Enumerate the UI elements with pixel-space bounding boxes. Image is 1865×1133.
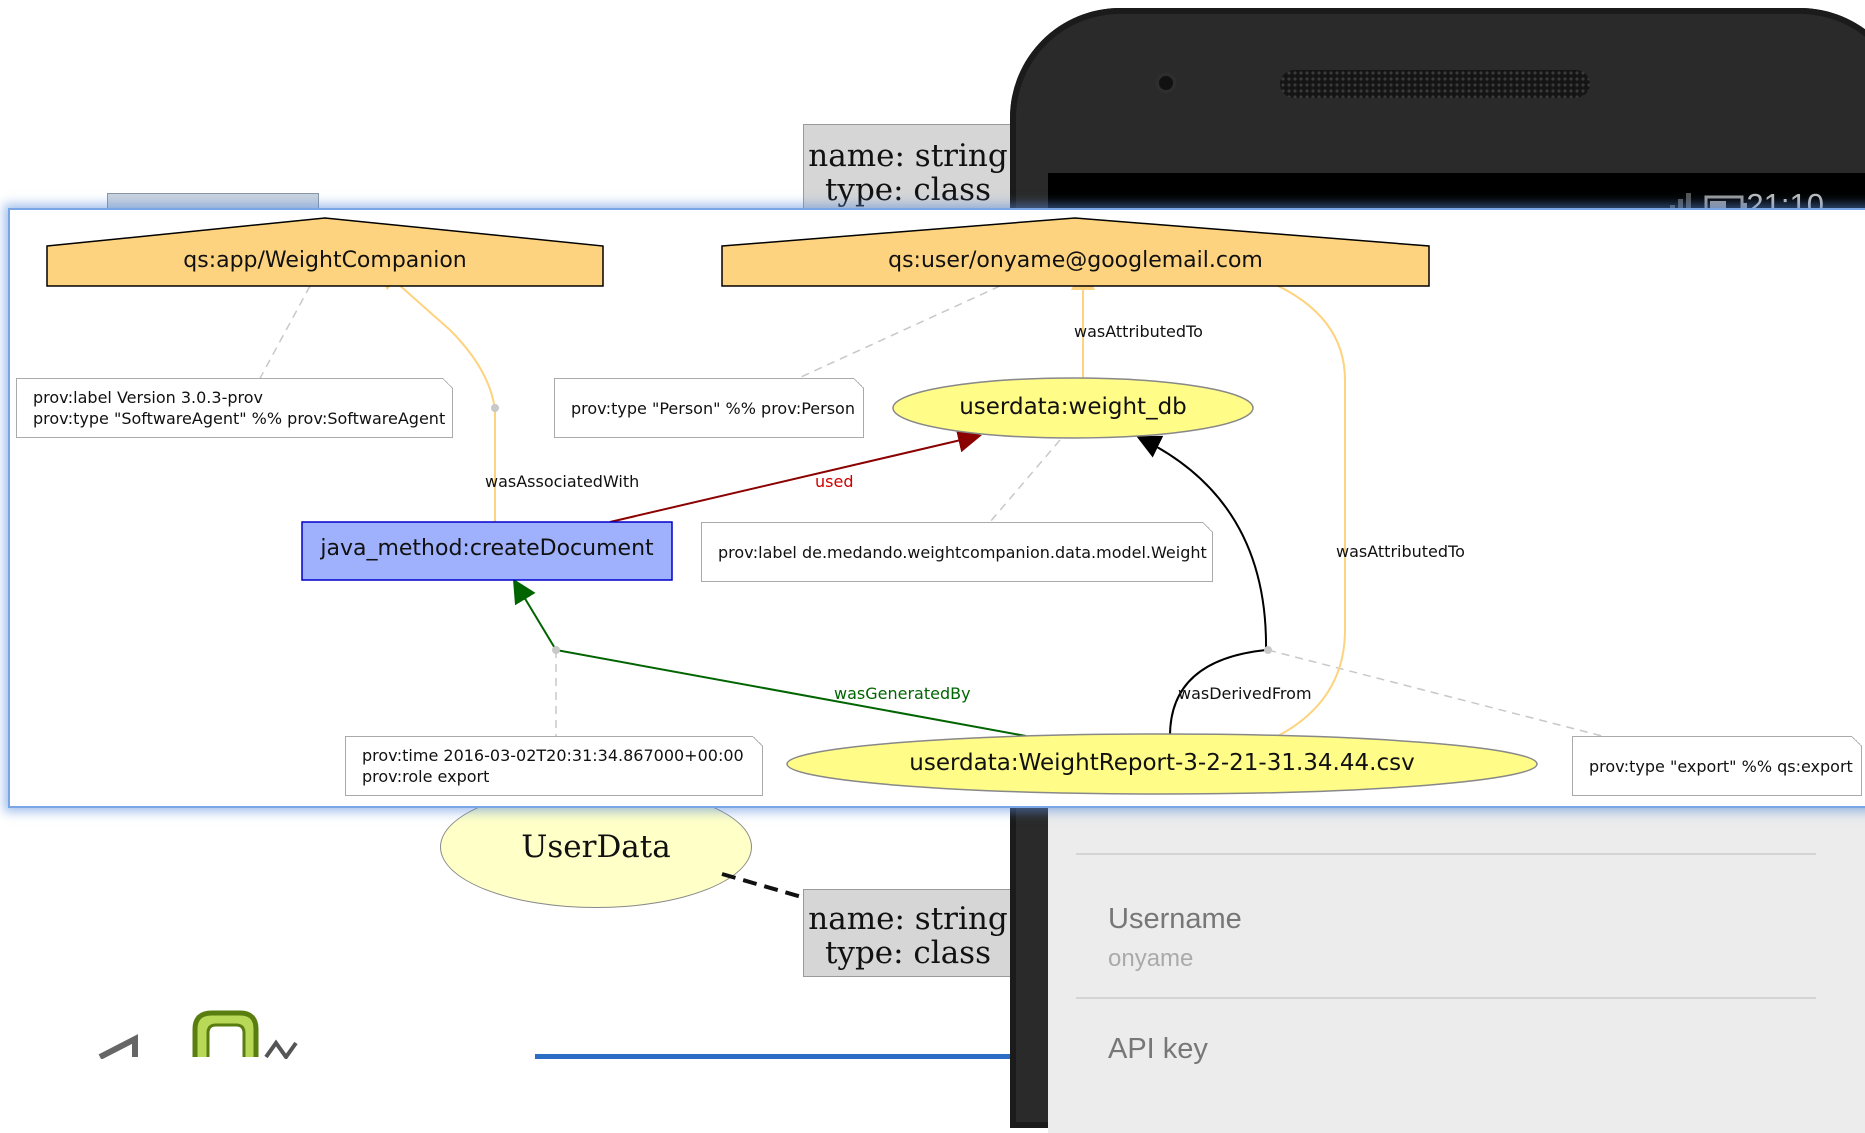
username-value: onyame [1108,945,1194,972]
note-user-attributes: prov:type "Person" %% prov:Person [554,378,864,438]
background-note-name: name: string [808,901,1008,937]
background-note-name: name: string [808,138,1008,174]
edge-was-attributed-to-report [1226,261,1346,737]
background-note-type: type: class [824,172,992,208]
provenance-graph-edges [46,217,1611,795]
activity-create-document[interactable]: java_method:createDocument [320,536,654,561]
api-key-label: API key [1108,1033,1208,1065]
agent-shape-app [46,217,604,287]
background-userdata-label: UserData [521,829,671,865]
bottom-blue-rule [535,1054,1015,1059]
agent-user[interactable]: qs:user/onyame@googlemail.com [888,248,1263,273]
edge-label-was-associated-with: wasAssociatedWith [485,472,640,491]
username-label: Username [1108,903,1242,935]
note-generation-attributes: prov:time 2016-03-02T20:31:34.867000+00:… [345,736,763,796]
note-line: prov:type "Person" %% prov:Person [571,399,855,418]
logo-fragment [98,1010,298,1059]
settings-row-username[interactable]: Username onyame [1048,863,1848,993]
settings-row-api-key[interactable]: API key [1048,1003,1848,1133]
background-dashed-link [721,872,813,902]
provenance-graph-panel: qs:app/WeightCompanion qs:user/onyame@go… [8,208,1865,808]
note-report-attributes: prov:type "export" %% qs:export [1572,736,1862,796]
edge-label-was-attributed-to-report: wasAttributedTo [1336,542,1465,561]
agent-weightcompanion[interactable]: qs:app/WeightCompanion [183,248,467,273]
edge-label-was-derived-from: wasDerivedFrom [1178,684,1312,703]
entity-weight-db[interactable]: userdata:weight_db [959,394,1187,420]
entity-weight-report[interactable]: userdata:WeightReport-3-2-21-31.34.44.cs… [909,750,1415,776]
note-link-derivation [1267,649,1611,739]
note-line: prov:label Version 3.0.3-prov [33,388,263,407]
edge-label-used: used [815,472,854,491]
entity-shape-weight-db [892,377,1254,439]
edge-was-generated-by [512,578,1027,737]
edge-used [609,428,982,523]
agent-shape-user [721,217,1430,287]
note-line: prov:type "SoftwareAgent" %% prov:Softwa… [33,409,446,428]
note-link-db [989,439,1061,523]
activity-shape [301,521,673,581]
note-link-user [789,285,1001,383]
edge-label-was-generated-by: wasGeneratedBy [834,684,971,703]
edge-joint [552,646,560,654]
speaker-grille [1280,70,1590,98]
note-line: prov:time 2016-03-02T20:31:34.867000+00:… [362,746,744,765]
settings-divider [1076,997,1816,999]
edge-joint [1264,646,1272,654]
edge-joint [491,404,499,412]
note-line: prov:role export [362,767,490,786]
settings-divider [1076,853,1816,855]
note-app-attributes: prov:label Version 3.0.3-prov prov:type … [16,378,453,438]
edge-was-derived-from [1136,435,1268,737]
edge-label-was-attributed-to-db: wasAttributedTo [1074,322,1203,341]
note-weight-db-attributes: prov:label de.medando.weightcompanion.da… [701,522,1213,582]
background-note-type: type: class [824,935,992,971]
note-line: prov:type "export" %% qs:export [1589,757,1853,776]
camera-icon [1155,72,1177,94]
note-link-app [257,285,311,383]
background-class-note-bottom: name: string type: class [803,889,1013,977]
note-line: prov:label de.medando.weightcompanion.da… [718,543,1207,562]
entity-shape-report [786,733,1538,795]
